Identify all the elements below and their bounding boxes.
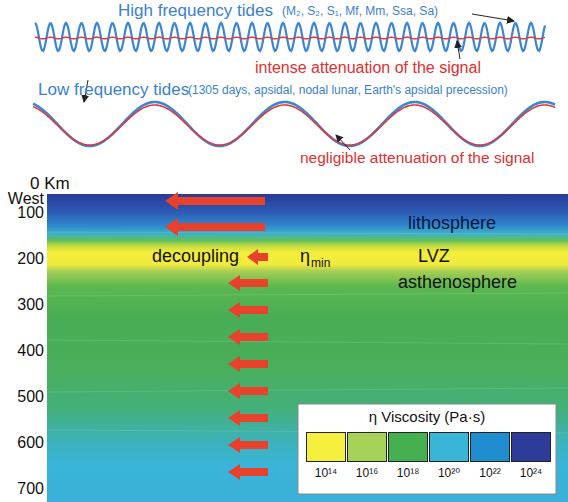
title-text: High frequency tides — [118, 1, 273, 21]
legend-swatch — [388, 432, 428, 462]
leader-line — [336, 135, 350, 150]
legend-label: 10¹⁶ — [347, 467, 387, 481]
legend-box — [298, 404, 556, 494]
layer-label: decoupling — [152, 246, 239, 267]
flow-arrow — [228, 464, 268, 480]
leader-line — [472, 14, 514, 21]
flow-arrow — [228, 410, 268, 426]
legend-swatch — [306, 432, 346, 462]
note-text: intense attenuation of the signal — [255, 59, 481, 77]
legend-title: η Viscosity (Pa·s) — [298, 408, 556, 425]
legend-swatch — [429, 432, 469, 462]
depth-label: 300 — [0, 296, 44, 314]
flow-arrow — [228, 356, 268, 372]
tide-list: (M₂, S₂, S₁, Mf, Mm, Ssa, Sa) — [282, 5, 438, 19]
layer-label: LVZ — [418, 246, 450, 267]
high-frequency-wave — [35, 23, 545, 51]
viscosity-section — [47, 194, 568, 502]
depth-label: 600 — [0, 434, 44, 452]
flow-arrow — [228, 383, 268, 399]
symbol-subscript: min — [311, 257, 330, 271]
depth-label: 200 — [0, 250, 44, 268]
legend-label: 10¹⁴ — [306, 467, 346, 481]
flow-arrow — [247, 249, 268, 265]
flow-arrow — [165, 218, 265, 236]
flow-arrow — [228, 275, 268, 291]
texture — [47, 232, 568, 433]
legend-swatch — [347, 432, 387, 462]
layer-label: asthenosphere — [398, 272, 517, 293]
note-text: negligible attenuation of the signal — [300, 149, 534, 167]
attenuated-signal — [35, 37, 545, 39]
flow-arrow — [228, 302, 268, 318]
flow-arrow — [165, 192, 265, 210]
depth-label: 400 — [0, 342, 44, 360]
depth-label: 500 — [0, 388, 44, 406]
flow-arrow — [228, 329, 268, 345]
legend-swatch — [470, 432, 510, 462]
legend-label: 10¹⁸ — [388, 467, 428, 481]
depth-label: 700 — [0, 480, 44, 498]
leader-line — [457, 41, 460, 59]
attenuated-signal — [33, 105, 555, 145]
legend-label: 10²⁰ — [429, 467, 469, 481]
depth-label: 100 — [0, 204, 44, 222]
legend-label: 10²² — [470, 467, 510, 481]
title-text: Low frequency tides — [38, 80, 189, 100]
symbol-label: η — [300, 246, 310, 267]
layer-label: lithosphere — [408, 213, 496, 234]
flow-arrow — [228, 437, 268, 453]
tide-list: (1305 days, apsidal, nodal lunar, Earth'… — [188, 84, 508, 98]
legend-label: 10²⁴ — [511, 467, 551, 481]
low-frequency-wave — [33, 102, 555, 146]
legend-swatch — [511, 432, 551, 462]
